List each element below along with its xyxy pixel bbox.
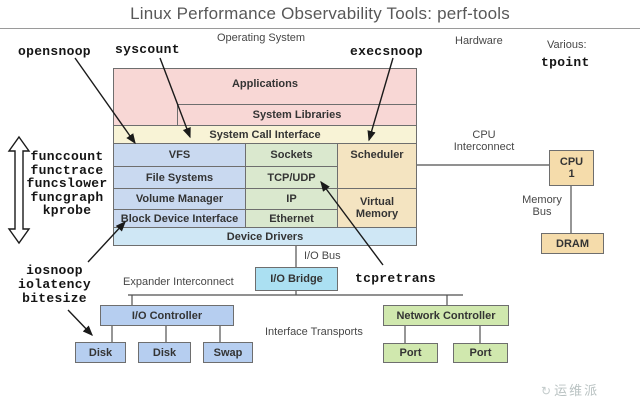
tool-bitesize: bitesize [22,291,87,306]
cell-device-drivers: Device Drivers [113,227,417,246]
watermark: ↻运维派 [541,380,599,399]
tool-opensnoop: opensnoop [18,44,91,59]
label-operating-system: Operating System [217,32,306,44]
box-io-bridge: I/O Bridge [255,267,338,291]
arrow-bitesize-to-disk [67,309,93,337]
cell-ip: IP [245,188,338,210]
cell-system-call-interface: System Call Interface [113,125,417,144]
cell-file-systems: File Systems [113,166,246,189]
label-hardware: Hardware [455,35,503,47]
io-tools-stack: iosnoop iolatency bitesize [12,264,97,306]
label-memory-bus: Memory Bus [522,194,562,218]
box-disk-1: Disk [75,342,126,363]
cell-scheduler: Scheduler [337,143,417,189]
box-port-1: Port [383,343,438,363]
tool-iosnoop: iosnoop [26,263,83,278]
applications-label: Applications [231,78,298,90]
tool-kprobe: kprobe [42,203,92,219]
box-swap: Swap [203,342,253,363]
func-tools-stack: funccount functrace funcslower funcgraph… [14,150,120,218]
cell-tcp-udp: TCP/UDP [245,166,338,189]
label-io-bus: I/O Bus [304,250,341,262]
cell-vfs: VFS [113,143,246,167]
box-io-controller: I/O Controller [100,305,234,326]
cell-virtual-memory: Virtual Memory [337,188,417,228]
tool-tcpretrans: tcpretrans [355,271,437,286]
box-network-controller: Network Controller [383,305,509,326]
box-system-libraries: System Libraries [177,104,417,126]
title-separator-line [0,28,640,29]
label-various: Various: [547,39,587,51]
page-title: Linux Performance Observability Tools: p… [130,4,510,23]
cell-sockets: Sockets [245,143,338,167]
watermark-text: 运维派 [554,383,600,398]
label-cpu-interconnect: CPU Interconnect [453,129,515,153]
tool-functrace: functrace [30,162,104,178]
box-port-2: Port [453,343,508,363]
box-disk-2: Disk [138,342,191,363]
tool-execsnoop: execsnoop [350,44,423,59]
cell-volume-manager: Volume Manager [113,188,246,210]
tool-tpoint: tpoint [541,55,590,70]
box-cpu-1: CPU 1 [549,150,594,186]
tool-iolatency: iolatency [18,277,91,292]
box-dram: DRAM [541,233,604,254]
cell-block-device-interface: Block Device Interface [113,209,246,228]
label-interface-transports: Interface Transports [265,326,363,338]
tool-funcslower: funcslower [26,176,108,192]
tool-syscount: syscount [115,42,180,57]
label-expander-interconnect: Expander Interconnect [123,276,234,288]
swirl-logo-icon: ↻ [541,384,552,398]
cell-ethernet: Ethernet [245,209,338,228]
tool-funccount: funccount [30,149,104,164]
tool-funcgraph: funcgraph [30,189,104,205]
